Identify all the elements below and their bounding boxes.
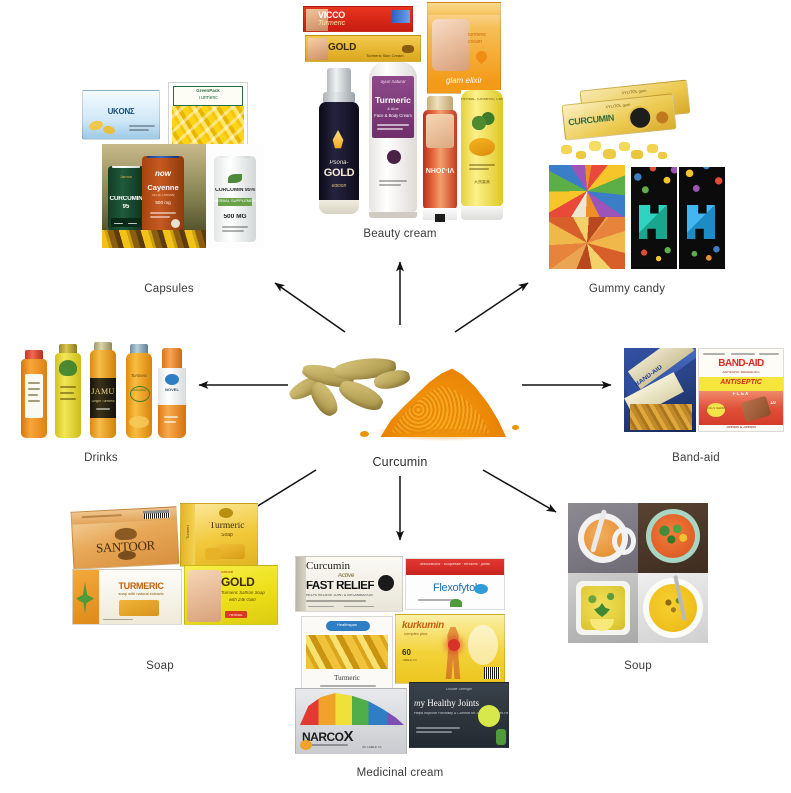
cluster-capsules: UKONΣ GreenPack Turmeric Jarrow CURCUMIN… [80, 82, 264, 267]
arrow-to-soup [482, 469, 557, 513]
center-label: Curcumin [372, 455, 428, 469]
product-herbal-turmeric-tube: HERBAL TURMERIC CREAM 天然姜黄 [461, 90, 503, 220]
product-narcox-box: NARCOX 30 TABLETS [295, 688, 407, 754]
product-turmeric-soap-box: TURMERIC soap with natural extracts [72, 569, 182, 625]
product-xylitol-curcumin-gum-pack: XYLITOL gum CURCUMIN [561, 93, 677, 141]
product-dark-candy-pouch-left [631, 167, 677, 269]
product-soup-mug-photo [568, 503, 638, 573]
product-gold-turmeric-saffron-soap-carton: natural GOLD Turmeric Saffron Soap with … [184, 565, 278, 625]
product-jelly-beans-photo [549, 165, 625, 217]
product-gummy-mix-photo [549, 217, 625, 269]
product-vegetable-soup-photo [638, 503, 708, 573]
label-beauty-cream: Beauty cream [363, 228, 437, 240]
product-dark-candy-pouch-right [679, 167, 725, 269]
label-capsules: Capsules [144, 283, 194, 295]
arrow-to-soap [247, 469, 317, 513]
product-kurkumin-box: kurkumin complex plus 60 TABLETS [395, 614, 505, 684]
label-medicinal-cream: Medicinal cream [356, 767, 444, 779]
arrow-to-capsules [274, 282, 346, 333]
label-drinks: Drinks [84, 452, 118, 464]
product-turmeric-soap-carton: Turmeric Turmeric Soap [180, 503, 258, 567]
product-flexofytol-box: articulations · souplesse · tendons · jo… [405, 558, 505, 610]
cluster-soup [568, 503, 708, 643]
label-gummy-candy: Gummy candy [588, 283, 666, 295]
product-glam-elixir-box: turmeric cream glam elixir [427, 2, 501, 94]
product-ukon-box: UKONΣ [82, 90, 160, 140]
label-soap: Soap [146, 660, 174, 672]
center-turmeric-image [282, 345, 519, 450]
cluster-band-aid: BAND-AID BAND-AID ADHESIVE BANDAGES ANTI… [624, 348, 784, 432]
product-orange-turmeric-juice-bottle [18, 350, 50, 438]
arrow-to-gummy-candy [454, 282, 529, 333]
product-band-aid-antiseptic-box: BAND-AID ADHESIVE BANDAGES ANTISEPTIC FL… [698, 348, 784, 432]
product-psoria-gold-pump-bottle: Psoria- GOLD edition [313, 68, 365, 218]
product-vi-john-tube: VI-JOHN [423, 96, 457, 222]
cluster-medicinal-cream: Curcumin Active FAST RELIEF HELPS RELIEV… [295, 556, 510, 756]
cluster-gummy-candy: XYLITOL gum XYLITOL gum CURCUMIN [545, 79, 735, 270]
label-band-aid: Band-aid [672, 452, 720, 464]
product-healthspan-turmeric-box: Healthspan Turmeric [301, 616, 393, 702]
product-yellow-turmeric-tonic-bottle [52, 344, 84, 438]
product-jamu-bottle: JAMU Ginger Turmeric [86, 342, 120, 438]
product-turmeric-wellness-drink-bottle: Turmeric ORGANIC [122, 344, 156, 438]
product-loose-gummy-pieces [559, 137, 669, 163]
product-vicco-turmeric-carton: VICCO Turmeric [303, 6, 413, 32]
product-curcumin-active-fast-relief-box: Curcumin Active FAST RELIEF HELPS RELIEV… [295, 556, 403, 612]
product-ayuri-turmeric-tube: ayuri natural Turmeric & Aloe Face & Bod… [369, 62, 417, 218]
product-gold-cream-carton: GOLD Turmeric Skin Cream [305, 35, 421, 62]
product-golden-soup-bowl-photo [638, 573, 708, 643]
product-band-aid-strip-photo: BAND-AID [624, 348, 696, 432]
product-curcumin-bottles-photo: Jarrow CURCUMIN 95 now Cayenne VEGETARIA… [102, 144, 206, 248]
product-healthy-joints-box: Double Strength my Healthy Joints Helps … [409, 682, 509, 748]
product-novel-turmeric-beverage-bottle: NOVEL [156, 348, 188, 438]
product-santoor-soap-carton: SANTOOR [70, 506, 180, 570]
product-lentil-soup-square-bowl-photo [568, 573, 638, 643]
cluster-soap: SANTOOR Turmeric Turmeric Soap TURMERIC … [70, 503, 278, 637]
product-curcumin-95-bottle: CURCUMIN 95% HERBAL SUPPLEMENT 500 MG [206, 144, 264, 248]
cluster-drinks: JAMU Ginger Turmeric Turmeric ORGANIC NO… [18, 342, 188, 438]
cluster-beauty-cream: VICCO Turmeric GOLD Turmeric Skin Cream … [303, 2, 503, 222]
label-soup: Soup [624, 660, 652, 672]
